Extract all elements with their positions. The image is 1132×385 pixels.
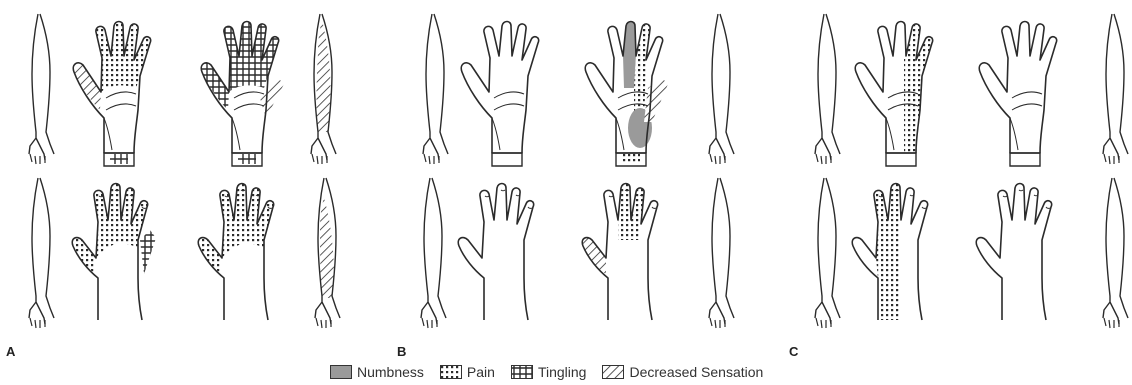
dorsal-hand-a2: [198, 184, 273, 321]
arm-outline: [815, 14, 840, 164]
palm-hand-b2: [585, 22, 668, 167]
legend-label: Tingling: [538, 364, 587, 380]
legend-label: Pain: [467, 364, 495, 380]
palm-hand-c1: [855, 22, 932, 167]
panel-label-a: A: [6, 344, 15, 359]
arm-outline: [421, 178, 446, 328]
legend-item-tingling: Tingling: [511, 364, 587, 380]
dorsal-hand-a1: [72, 184, 156, 321]
panel-label-c: C: [789, 344, 798, 359]
palm-hand-a1: [73, 22, 150, 167]
palm-hand-a2: [201, 22, 284, 167]
arm-a-right: [311, 14, 336, 164]
palm-hand-c2: [979, 22, 1056, 167]
panel-b: [421, 14, 734, 328]
arm-outline: [29, 14, 54, 164]
dorsal-hand-c1: [852, 184, 927, 321]
arm-outline: [815, 178, 840, 328]
legend-label: Decreased Sensation: [629, 364, 763, 380]
legend-item-pain: Pain: [440, 364, 495, 380]
arm-a-right-lower: [315, 178, 340, 328]
arm-outline: [423, 14, 448, 164]
dorsal-hand-c2: [976, 184, 1051, 321]
dorsal-hand-b2: [582, 184, 657, 321]
dorsal-hand-b1: [458, 184, 533, 321]
numbness-swatch-icon: [330, 365, 352, 379]
panel-a: [29, 14, 340, 328]
panel-c: [815, 14, 1128, 328]
panel-label-b: B: [397, 344, 406, 359]
legend-item-numbness: Numbness: [330, 364, 424, 380]
legend-label: Numbness: [357, 364, 424, 380]
legend: Numbness Pain Tingling Decreased Sensati…: [330, 362, 779, 382]
decreased-sensation-swatch-icon: [602, 365, 624, 379]
pain-swatch-icon: [440, 365, 462, 379]
tingling-swatch-icon: [511, 365, 533, 379]
legend-item-decreased-sensation: Decreased Sensation: [602, 364, 763, 380]
arm-outline: [1103, 178, 1128, 328]
arm-outline: [29, 178, 54, 328]
arm-outline: [1103, 14, 1128, 164]
arm-outline: [709, 178, 734, 328]
arm-outline: [709, 14, 734, 164]
palm-hand-b1: [461, 22, 538, 167]
